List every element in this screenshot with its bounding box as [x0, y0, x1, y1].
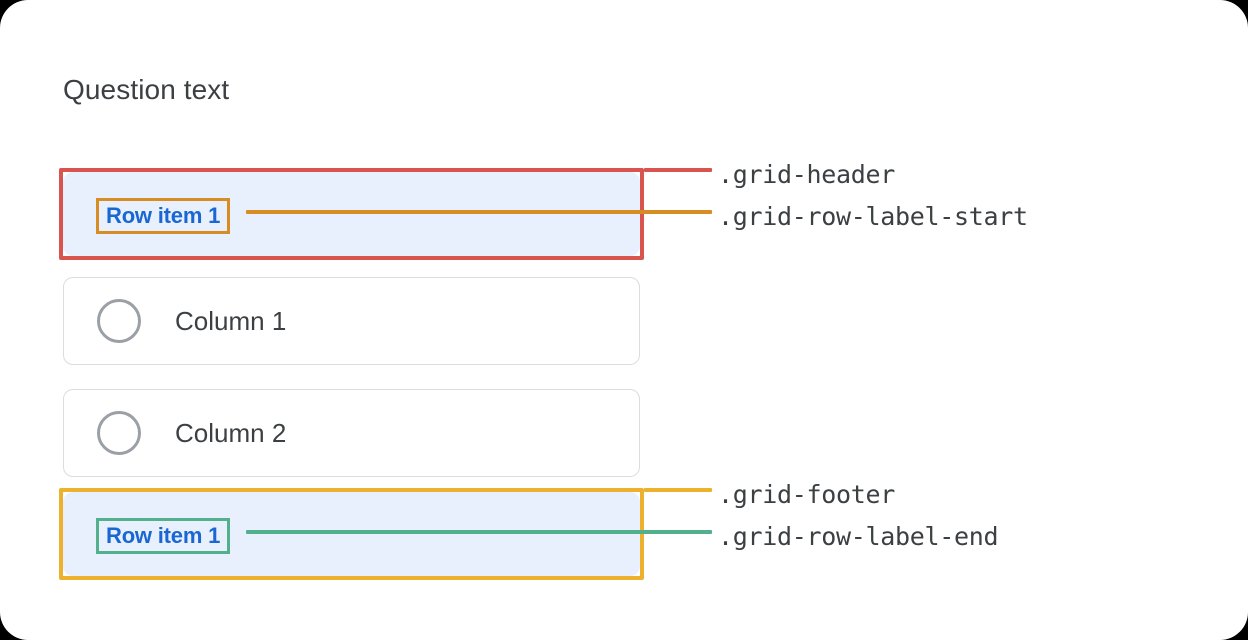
question-title: Question text	[63, 74, 230, 105]
grid-footer-fill	[63, 492, 640, 576]
option-row-column-2[interactable]: Column 2	[63, 389, 640, 477]
connector-line-grid-header	[644, 168, 712, 172]
grid-header-block: Row item 1	[59, 168, 644, 260]
annotation-grid-row-label-end: .grid-row-label-end	[718, 522, 999, 551]
annotation-grid-header: .grid-header	[718, 160, 896, 189]
row-label-start-text: Row item 1	[106, 203, 221, 228]
grid-footer-block: Row item 1	[59, 488, 644, 580]
option-label: Column 2	[175, 418, 287, 448]
row-label-end-text: Row item 1	[106, 523, 221, 548]
annotation-grid-row-label-start: .grid-row-label-start	[718, 202, 1028, 231]
connector-line-grid-footer	[644, 488, 712, 492]
grid-row-label-start: Row item 1	[96, 198, 231, 234]
grid-row-label-end: Row item 1	[96, 518, 231, 554]
radio-icon[interactable]	[97, 299, 141, 343]
connector-line-grid-row-label-end	[246, 530, 712, 534]
annotation-grid-footer: .grid-footer	[718, 480, 896, 509]
connector-line-grid-row-label-start	[246, 210, 712, 214]
radio-icon[interactable]	[97, 411, 141, 455]
option-label: Column 1	[175, 306, 287, 336]
grid-header-fill	[63, 172, 640, 256]
option-row-column-1[interactable]: Column 1	[63, 277, 640, 365]
